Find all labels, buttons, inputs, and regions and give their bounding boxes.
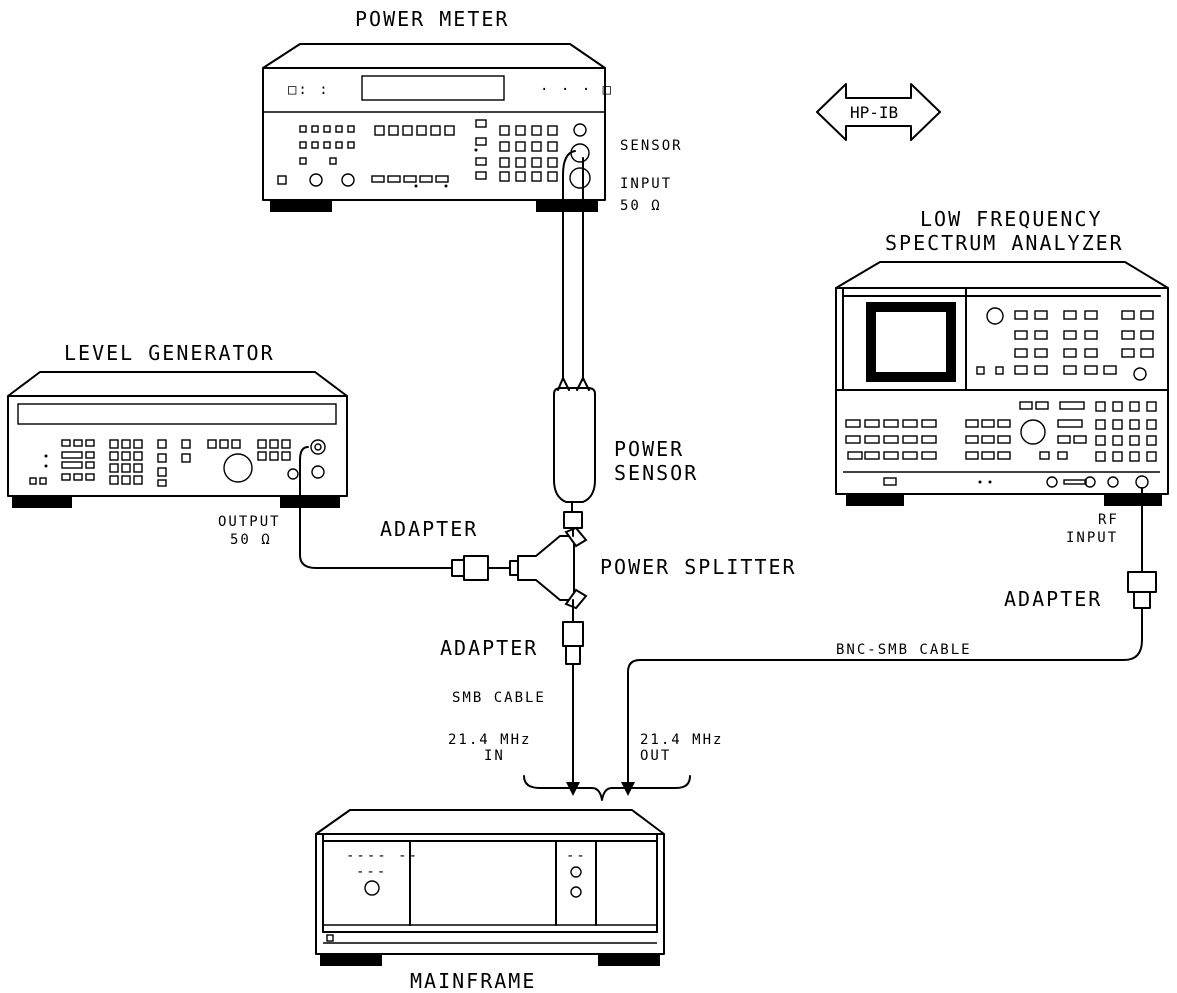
input-impedance-label: 50 Ω (620, 198, 662, 214)
adapter-bottom-label: ADAPTER (440, 636, 538, 660)
lfsa-label-line1: LOW FREQUENCY (920, 207, 1103, 231)
svg-text:· · · □: · · · □ (540, 82, 613, 98)
smb-cable-label: SMB CABLE (452, 690, 546, 706)
input-label: INPUT (620, 176, 672, 192)
output-impedance-label: 50 Ω (230, 532, 272, 548)
adapter-left (451, 555, 511, 581)
output-cable (299, 446, 453, 569)
hpib-label: HP-IB (850, 103, 898, 122)
level-generator (7, 371, 348, 508)
output-label: OUTPUT (218, 514, 281, 530)
svg-text:□: :: □: : (288, 82, 330, 98)
rf-input-label: INPUT (1066, 530, 1118, 546)
out-freq-label: 21.4 MHz (640, 732, 723, 748)
power-sensor (553, 387, 596, 529)
out-label: OUT (640, 748, 671, 764)
power-meter-label: POWER METER (355, 7, 509, 31)
adapter-right (1127, 487, 1157, 641)
power-meter-keys (277, 119, 591, 189)
power-sensor-label-line2: SENSOR (614, 461, 698, 485)
power-splitter (509, 526, 588, 623)
adapter-left-label: ADAPTER (380, 517, 478, 541)
adapter-right-label: ADAPTER (1004, 587, 1102, 611)
mainframe (315, 809, 665, 966)
mainframe-dashes-mid: --- (356, 864, 387, 880)
mainframe-label: MAINFRAME (410, 969, 536, 993)
power-sensor-label-line1: POWER (614, 437, 684, 461)
hpib-double-arrow (816, 83, 941, 141)
mainframe-dashes-right: -- (566, 848, 587, 864)
bnc-smb-cable (627, 639, 1143, 791)
power-meter: □: : · · · □ (262, 43, 613, 212)
power-splitter-label: POWER SPLITTER (600, 555, 797, 579)
lfsa-label-line2: SPECTRUM ANALYZER (885, 231, 1124, 255)
mainframe-dashes-top: ---- -- (346, 848, 419, 864)
io-brace (523, 775, 691, 801)
level-generator-label: LEVEL GENERATOR (64, 341, 275, 365)
in-freq-label: 21.4 MHz (448, 732, 531, 748)
spectrum-analyzer (835, 261, 1169, 506)
sensor-label: SENSOR (620, 138, 683, 154)
rf-label: RF (1098, 512, 1119, 528)
in-label: IN (484, 748, 505, 764)
adapter-bottom (562, 621, 584, 796)
bnc-smb-cable-label: BNC-SMB CABLE (836, 642, 972, 658)
sensor-cable (557, 150, 590, 391)
